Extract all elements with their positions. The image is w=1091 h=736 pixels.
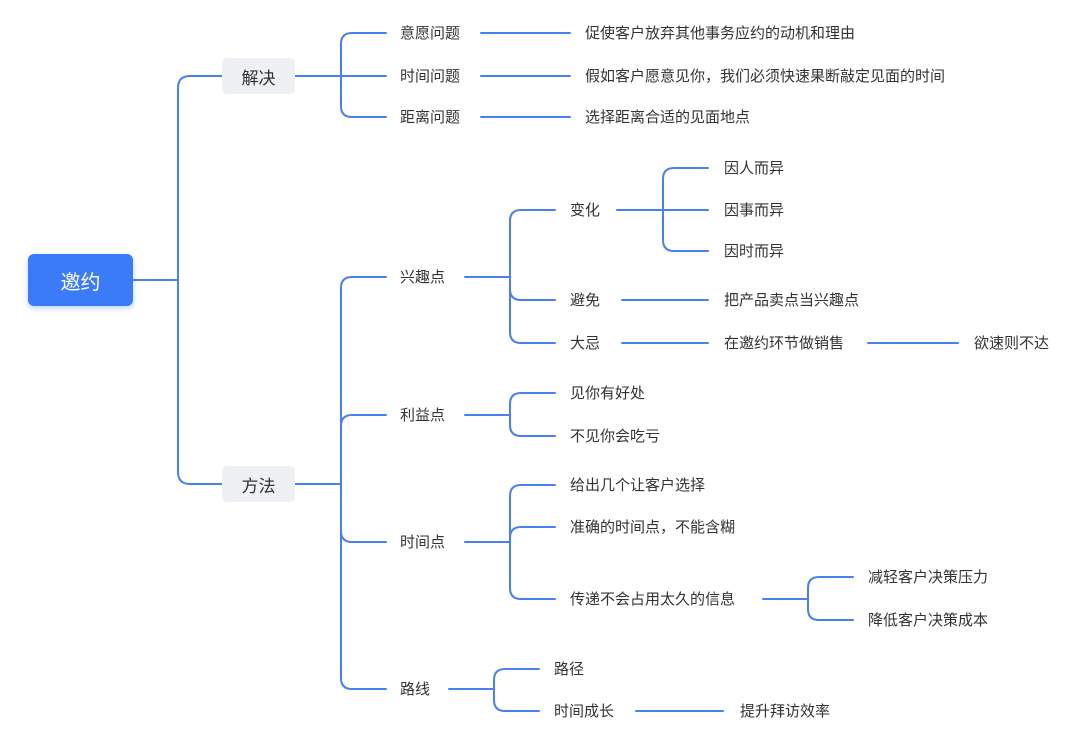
- node-yiyuan[interactable]: 意愿问题: [400, 24, 461, 42]
- branch-jiejue-label: 解决: [241, 68, 276, 89]
- node-shijiandian[interactable]: 时间点: [400, 533, 446, 551]
- node-liyi[interactable]: 利益点: [400, 406, 446, 424]
- root-label: 邀约: [60, 269, 101, 294]
- root-node[interactable]: 邀约: [28, 254, 133, 306]
- node-bimian-detail[interactable]: 把产品卖点当兴趣点: [724, 291, 860, 309]
- node-chengzhang-detail[interactable]: 提升拜访效率: [740, 702, 831, 720]
- node-daji-note[interactable]: 欲速则不达: [974, 334, 1050, 352]
- node-lujing[interactable]: 路径: [554, 660, 585, 678]
- node-shijian-1[interactable]: 给出几个让客户选择: [570, 476, 706, 494]
- node-bianhua[interactable]: 变化: [570, 201, 601, 219]
- node-yinshi-time[interactable]: 因时而异: [724, 242, 785, 260]
- node-shijian-wenti-detail[interactable]: 假如客户愿意见你，我们必须快速果断敲定见面的时间: [585, 67, 946, 85]
- node-chengzhang[interactable]: 时间成长: [554, 702, 615, 720]
- node-shijian-wenti[interactable]: 时间问题: [400, 67, 461, 85]
- node-luxian[interactable]: 路线: [400, 680, 431, 698]
- node-daji-detail[interactable]: 在邀约环节做销售: [724, 334, 845, 352]
- node-yinshi[interactable]: 因事而异: [724, 201, 785, 219]
- node-juli[interactable]: 距离问题: [400, 108, 461, 126]
- branch-fangfa-label: 方法: [241, 476, 276, 497]
- node-bimian[interactable]: 避免: [570, 291, 601, 309]
- branch-fangfa[interactable]: 方法: [222, 466, 295, 502]
- node-daji[interactable]: 大忌: [570, 334, 601, 352]
- node-shijian-2[interactable]: 准确的时间点，不能含糊: [570, 518, 736, 536]
- node-liyi-2[interactable]: 不见你会吃亏: [570, 427, 661, 445]
- node-chuandi-1[interactable]: 减轻客户决策压力: [868, 568, 989, 586]
- node-yiyuan-detail[interactable]: 促使客户放弃其他事务应约的动机和理由: [585, 24, 856, 42]
- node-chuandi-2[interactable]: 降低客户决策成本: [868, 611, 989, 629]
- node-juli-detail[interactable]: 选择距离合适的见面地点: [585, 108, 751, 126]
- node-liyi-1[interactable]: 见你有好处: [570, 384, 646, 402]
- node-yinren[interactable]: 因人而异: [724, 159, 785, 177]
- node-xingqu[interactable]: 兴趣点: [400, 268, 446, 286]
- node-chuandi[interactable]: 传递不会占用太久的信息: [570, 590, 736, 608]
- branch-jiejue[interactable]: 解决: [222, 58, 295, 94]
